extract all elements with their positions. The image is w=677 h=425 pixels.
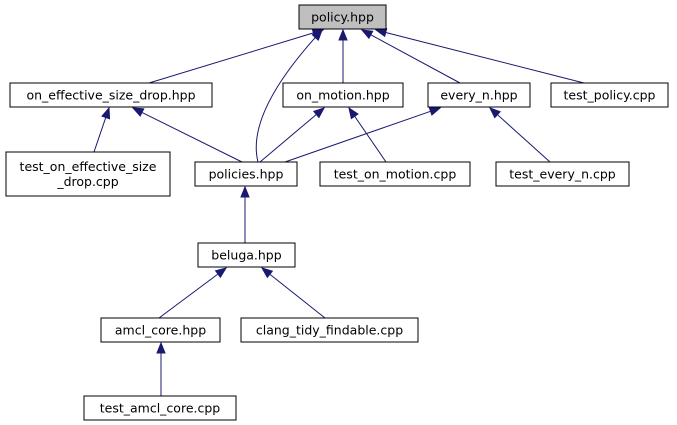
node-on-effective-size-drop-hpp[interactable]: on_effective_size_drop.hpp bbox=[9, 82, 213, 108]
edge-amcl-core-hpp-to-beluga-hpp bbox=[158, 267, 228, 319]
arrowhead-icon bbox=[311, 28, 323, 41]
arrowhead-icon bbox=[348, 106, 359, 120]
node-box bbox=[427, 82, 531, 108]
node-label: test_on_motion.cpp bbox=[334, 167, 457, 182]
node-label: amcl_core.hpp bbox=[115, 323, 206, 338]
arrowhead-icon bbox=[240, 185, 250, 198]
node-label: every_n.hpp bbox=[440, 88, 517, 103]
edge-line bbox=[93, 117, 107, 153]
node-test-policy-cpp[interactable]: test_policy.cpp bbox=[550, 82, 669, 108]
node-box bbox=[282, 82, 404, 108]
node-box bbox=[194, 161, 298, 187]
node-test-on-motion-cpp[interactable]: test_on_motion.cpp bbox=[319, 161, 471, 187]
arrowhead-icon bbox=[156, 341, 166, 354]
node-policy-hpp[interactable]: policy.hpp bbox=[298, 4, 387, 30]
edge-test-policy-cpp-to-policy-hpp bbox=[374, 28, 585, 84]
arrowhead-icon bbox=[101, 106, 111, 120]
node-label: test_amcl_core.cpp bbox=[100, 401, 221, 416]
nodes-layer: policy.hpp on_effective_size_drop.hpp on_m… bbox=[5, 4, 669, 421]
edge-test-on-effective-size-drop-cpp-to-on-effective-size-drop-hpp bbox=[93, 106, 111, 153]
edge-on-effective-size-drop-hpp-to-policy-hpp bbox=[148, 28, 325, 84]
node-label: policies.hpp bbox=[209, 167, 284, 182]
node-test-every-n-cpp[interactable]: test_every_n.cpp bbox=[495, 161, 630, 187]
edge-line bbox=[284, 110, 431, 163]
node-label: clang_tidy_findable.cpp bbox=[256, 323, 403, 338]
arrowhead-icon bbox=[374, 28, 388, 38]
node-every-n-hpp[interactable]: every_n.hpp bbox=[427, 82, 531, 108]
node-beluga-hpp[interactable]: beluga.hpp bbox=[197, 242, 296, 268]
edge-policies-hpp-to-every-n-hpp bbox=[284, 106, 442, 163]
edge-policies-hpp-to-policy-hpp bbox=[255, 28, 323, 163]
node-box bbox=[240, 317, 419, 343]
node-label: test_policy.cpp bbox=[564, 88, 656, 103]
node-clang-tidy-findable-cpp[interactable]: clang_tidy_findable.cpp bbox=[240, 317, 419, 343]
arrowhead-icon bbox=[131, 107, 145, 117]
arrowhead-icon bbox=[428, 106, 442, 116]
arrowhead-icon bbox=[360, 29, 374, 40]
node-policies-hpp[interactable]: policies.hpp bbox=[194, 161, 298, 187]
node-label: _drop.cpp bbox=[56, 174, 118, 189]
node-box bbox=[100, 317, 221, 343]
edge-on-motion-hpp-to-policy-hpp bbox=[338, 28, 348, 83]
node-label: beluga.hpp bbox=[211, 248, 281, 263]
node-label: test_on_effective_size bbox=[20, 159, 157, 174]
edges-layer bbox=[93, 28, 585, 396]
edge-line bbox=[141, 111, 243, 163]
edge-test-every-n-cpp-to-every-n-hpp bbox=[488, 107, 551, 163]
node-test-on-effective-size-drop-cpp[interactable]: test_on_effective_size_drop.cpp bbox=[5, 151, 171, 197]
arrowhead-icon bbox=[260, 267, 274, 279]
node-box bbox=[197, 242, 296, 268]
edge-line bbox=[148, 32, 314, 84]
node-label: on_effective_size_drop.hpp bbox=[26, 88, 195, 103]
node-test-amcl-core-cpp[interactable]: test_amcl_core.cpp bbox=[83, 395, 237, 421]
edge-line bbox=[497, 114, 551, 163]
node-label: policy.hpp bbox=[311, 10, 374, 25]
arrowhead-icon bbox=[214, 267, 228, 279]
edge-line bbox=[385, 31, 585, 84]
node-box bbox=[319, 161, 471, 187]
edge-line bbox=[158, 273, 219, 319]
edge-test-amcl-core-cpp-to-amcl-core-hpp bbox=[156, 341, 166, 396]
node-box bbox=[550, 82, 669, 108]
edge-line bbox=[259, 114, 317, 163]
edge-line bbox=[255, 37, 316, 163]
node-on-motion-hpp[interactable]: on_motion.hpp bbox=[282, 82, 404, 108]
node-box bbox=[495, 161, 630, 187]
edge-policies-hpp-to-on-motion-hpp bbox=[259, 107, 326, 163]
node-label: test_every_n.cpp bbox=[509, 167, 616, 182]
edge-line bbox=[354, 115, 387, 163]
arrowhead-icon bbox=[312, 107, 326, 119]
edge-line bbox=[370, 34, 461, 84]
edge-line bbox=[269, 273, 326, 319]
node-box bbox=[298, 4, 387, 30]
edge-every-n-hpp-to-policy-hpp bbox=[360, 29, 461, 84]
edge-clang-tidy-findable-cpp-to-beluga-hpp bbox=[260, 267, 326, 319]
edge-beluga-hpp-to-policies-hpp bbox=[240, 185, 250, 243]
node-label: on_motion.hpp bbox=[296, 88, 389, 103]
arrowhead-icon bbox=[338, 28, 348, 41]
node-box bbox=[5, 151, 171, 197]
node-box bbox=[83, 395, 237, 421]
edge-policies-hpp-to-on-effective-size-drop-hpp bbox=[131, 107, 243, 163]
node-box bbox=[9, 82, 213, 108]
arrowhead-icon bbox=[488, 107, 501, 119]
edge-test-on-motion-cpp-to-on-motion-hpp bbox=[348, 106, 387, 163]
node-amcl-core-hpp[interactable]: amcl_core.hpp bbox=[100, 317, 221, 343]
